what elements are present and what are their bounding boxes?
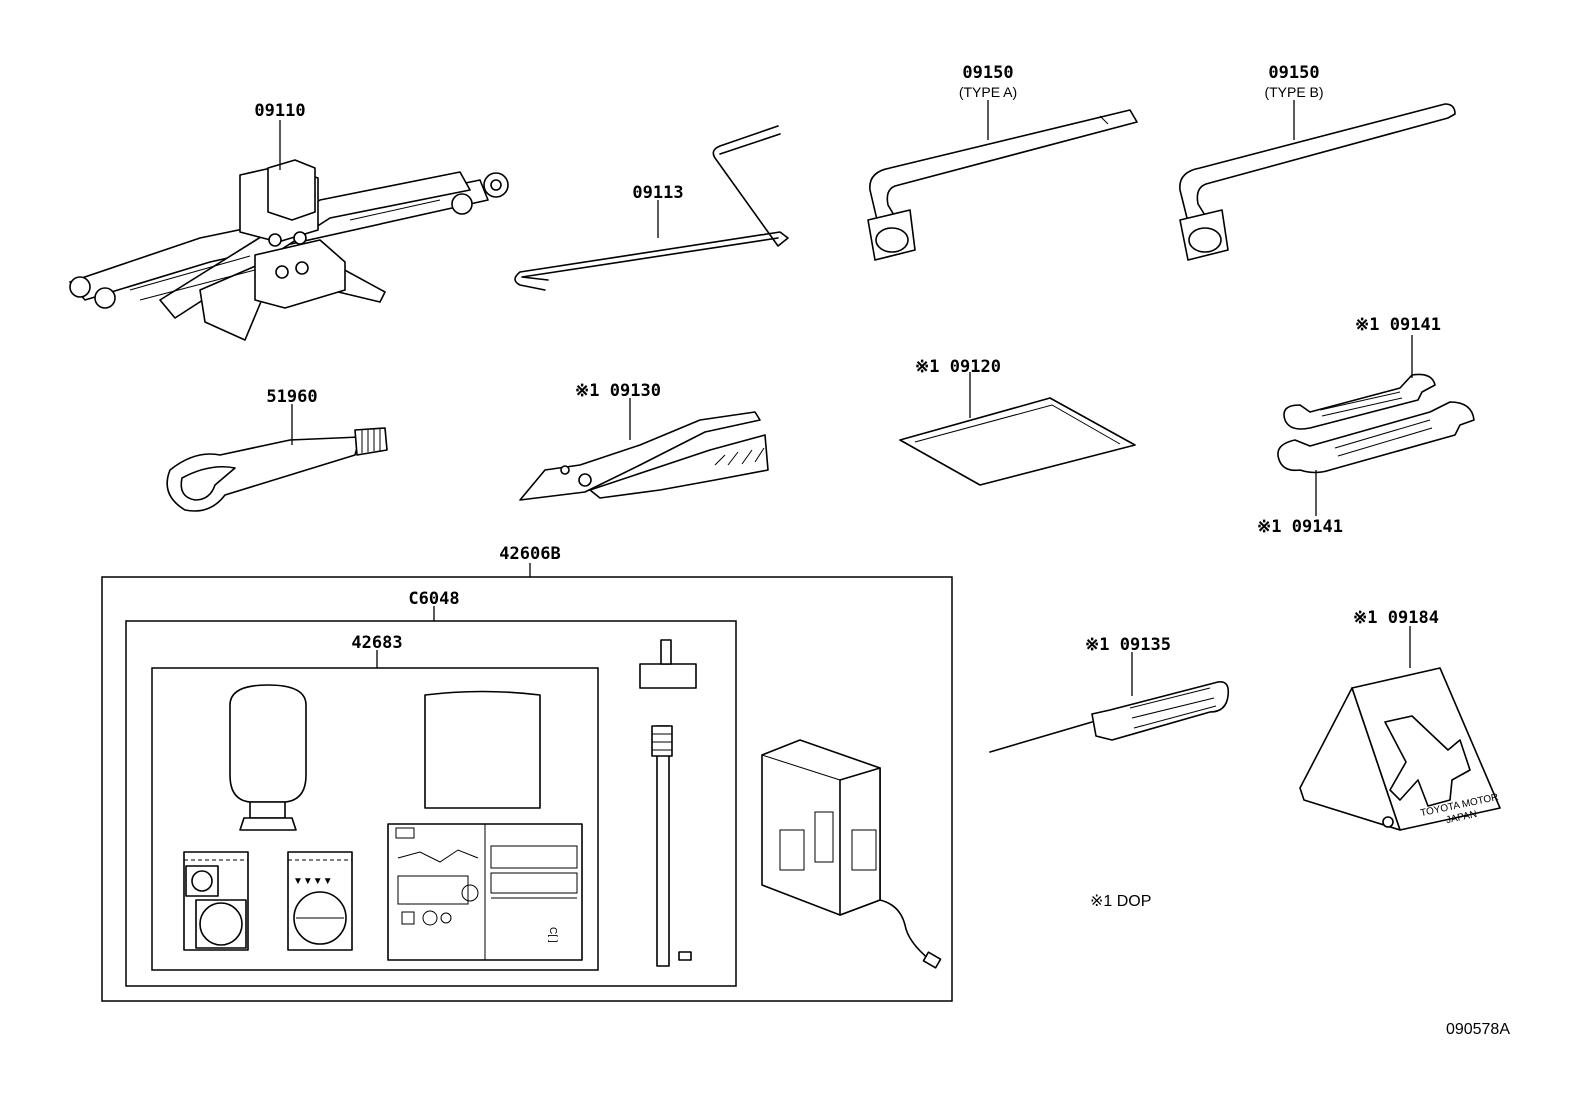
jack-handle-icon <box>514 125 789 291</box>
diagram-id: 090578A <box>1446 1021 1510 1038</box>
label-spanner-top: ※1 09141 <box>1355 315 1441 335</box>
wheel-nut-wrench-b-icon <box>1179 103 1456 261</box>
sealant-set-frame <box>151 667 599 971</box>
label-wheel-chock: ※1 09184 <box>1353 608 1439 628</box>
svg-text:▼▼▼▼: ▼▼▼▼ <box>293 876 333 887</box>
wheel-chock-icon: TOYOTA MOTOR JAPAN <box>1299 667 1501 831</box>
label-spanner-bottom: ※1 09141 <box>1257 517 1343 537</box>
air-compressor-icon <box>761 739 942 969</box>
speed-sticker-icon <box>183 851 249 951</box>
valve-sticker-icon: ▼▼▼▼ <box>287 851 353 951</box>
label-screwdriver: ※1 09135 <box>1085 635 1171 655</box>
sub-kit-frame <box>125 620 737 987</box>
label-jack: 09110 <box>254 101 305 121</box>
dop-note: ※1 DOP <box>1090 893 1151 910</box>
label-repair-kit: 42606B <box>499 544 560 564</box>
screwdriver-icon <box>989 680 1230 753</box>
valve-core-tool-icon <box>639 639 697 967</box>
instruction-booklet-icon: C[ ] <box>387 823 583 961</box>
svg-text:C[ ]: C[ ] <box>547 927 558 943</box>
repair-kit-frame <box>101 576 953 1002</box>
label-pliers: ※1 09130 <box>575 381 661 401</box>
tool-bag-icon <box>899 397 1136 486</box>
sealant-bottle-icon <box>229 684 307 831</box>
wheel-nut-wrench-a-icon <box>867 109 1138 261</box>
towing-eye-icon <box>166 427 388 512</box>
label-tool-bag: ※1 09120 <box>915 357 1001 377</box>
label-towing-eye: 51960 <box>266 387 317 407</box>
spanner-top-icon <box>1283 373 1436 430</box>
label-sub-kit: C6048 <box>408 589 459 609</box>
label-sealant-set: 42683 <box>351 633 402 653</box>
label-wrench-a: 09150 <box>962 63 1013 83</box>
label-jack-handle: 09113 <box>632 183 683 203</box>
pliers-icon <box>519 411 769 501</box>
label-wrench-b-type: (TYPE B) <box>1264 84 1323 100</box>
label-wrench-a-type: (TYPE A) <box>959 84 1017 100</box>
spanner-bottom-icon <box>1277 401 1475 474</box>
scissor-jack-icon <box>69 159 509 341</box>
label-wrench-b: 09150 <box>1268 63 1319 83</box>
sticker-sheet-icon <box>424 690 541 809</box>
